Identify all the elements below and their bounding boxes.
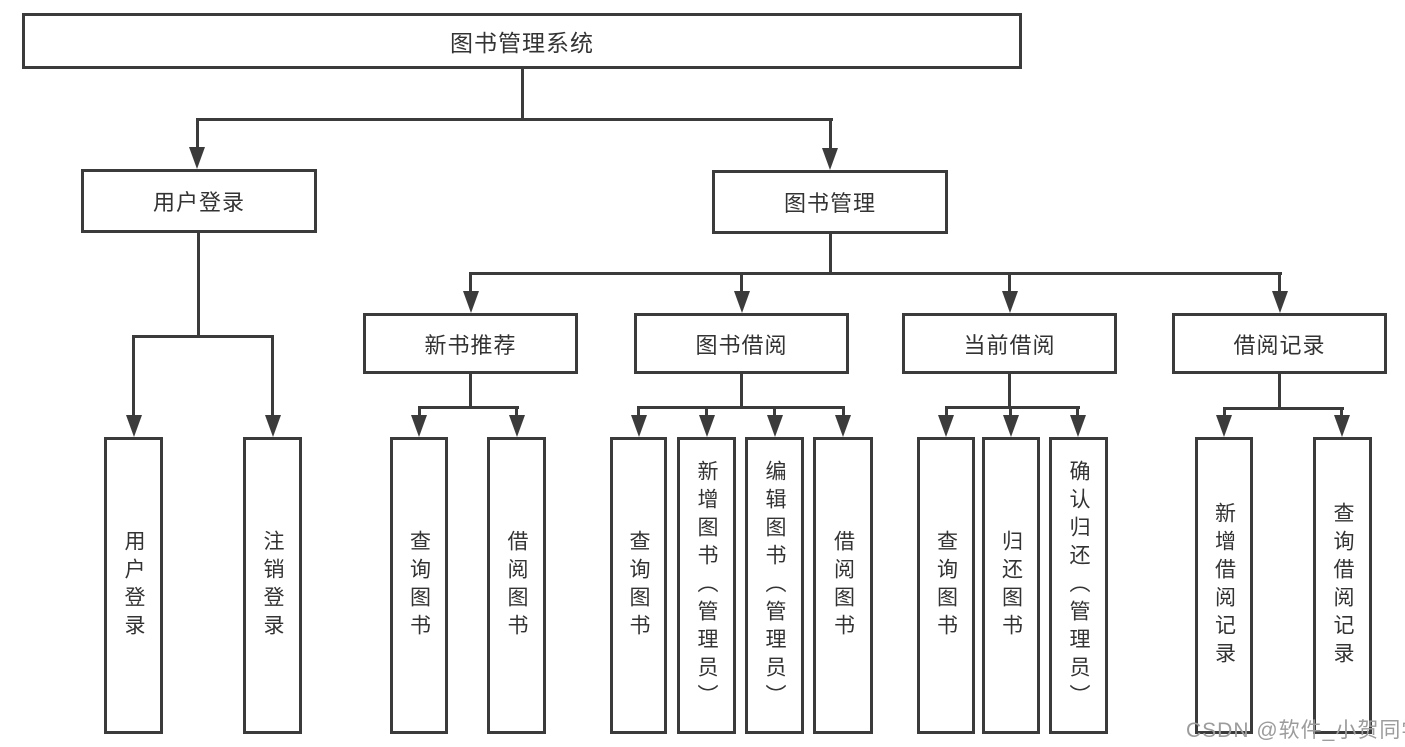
connector-line	[740, 272, 743, 294]
leaf-edit-book-admin: 编辑图书（管理员）	[745, 437, 804, 734]
connector-line	[945, 406, 1080, 409]
arrow-down-icon	[265, 415, 281, 437]
arrow-down-icon	[126, 415, 142, 437]
arrow-down-icon	[1002, 291, 1018, 313]
leaf-add-book-admin: 新增图书（管理员）	[677, 437, 736, 734]
connector-line	[197, 233, 200, 335]
leaf-add-borrow-record: 新增借阅记录	[1195, 437, 1253, 734]
connector-line	[1340, 407, 1343, 417]
arrow-down-icon	[1334, 415, 1350, 437]
arrow-down-icon	[767, 415, 783, 437]
node-book-management: 图书管理	[712, 170, 948, 234]
arrow-down-icon	[189, 147, 205, 169]
connector-line	[521, 69, 524, 118]
connector-line	[196, 118, 199, 151]
node-label: 用户登录	[122, 529, 145, 642]
node-current-borrowing: 当前借阅	[902, 313, 1117, 374]
leaf-borrow-books: 借阅图书	[813, 437, 873, 734]
node-label: 用户登录	[152, 190, 245, 215]
leaf-query-books-recommend: 查询图书	[390, 437, 448, 734]
csdn-watermark: CSDN @软件_小贺同学	[1186, 719, 1405, 742]
connector-line	[842, 406, 845, 417]
connector-line	[1278, 272, 1281, 294]
connector-line	[829, 118, 832, 151]
connector-line	[1223, 407, 1226, 417]
connector-line	[1008, 272, 1011, 294]
node-new-book-recommend: 新书推荐	[363, 313, 578, 374]
leaf-confirm-return-admin: 确认归还（管理员）	[1049, 437, 1108, 734]
connector-line	[637, 406, 845, 409]
node-label: 新增图书（管理员）	[695, 459, 718, 712]
arrow-down-icon	[822, 148, 838, 170]
connector-line	[1008, 374, 1011, 406]
arrow-down-icon	[631, 415, 647, 437]
arrow-down-icon	[938, 415, 954, 437]
leaf-query-books-borrowing: 查询图书	[610, 437, 667, 734]
node-label: 查询图书	[627, 529, 650, 642]
connector-line	[469, 272, 472, 294]
leaf-query-borrow-record: 查询借阅记录	[1313, 437, 1372, 734]
node-label: 编辑图书（管理员）	[763, 459, 786, 712]
node-label: 归还图书	[999, 529, 1023, 642]
connector-line	[515, 406, 518, 417]
arrow-down-icon	[699, 415, 715, 437]
connector-line	[1076, 406, 1079, 417]
leaf-borrow-books-recommend: 借阅图书	[487, 437, 546, 734]
node-book-borrowing: 图书借阅	[634, 313, 849, 374]
connector-line	[418, 406, 421, 417]
connector-line	[1278, 374, 1281, 407]
connector-line	[469, 272, 1282, 275]
leaf-user-login: 用户登录	[104, 437, 163, 734]
node-label: 借阅图书	[831, 529, 855, 642]
connector-line	[1223, 407, 1344, 410]
node-user-login: 用户登录	[81, 169, 317, 233]
node-label: 查询图书	[934, 529, 958, 642]
node-label: 新增借阅记录	[1212, 501, 1236, 670]
node-label: 注销登录	[261, 529, 284, 642]
arrow-down-icon	[734, 291, 750, 313]
node-label: 当前借阅	[963, 332, 1056, 358]
connector-line	[945, 406, 948, 417]
node-root-system: 图书管理系统	[22, 13, 1022, 69]
connector-line	[271, 335, 274, 417]
connector-line	[469, 374, 472, 406]
connector-line	[132, 335, 135, 417]
connector-line	[418, 406, 519, 409]
arrow-down-icon	[835, 415, 851, 437]
leaf-logout: 注销登录	[243, 437, 302, 734]
node-label: 图书管理	[783, 191, 876, 216]
leaf-query-books-current: 查询图书	[917, 437, 975, 734]
leaf-return-books: 归还图书	[982, 437, 1040, 734]
connector-line	[132, 335, 274, 338]
node-label: 新书推荐	[424, 332, 517, 358]
connector-line	[196, 118, 833, 121]
arrow-down-icon	[509, 415, 525, 437]
node-label: 查询借阅记录	[1331, 501, 1354, 670]
node-label: 借阅记录	[1233, 332, 1326, 358]
connector-line	[637, 406, 640, 417]
arrow-down-icon	[1216, 415, 1232, 437]
node-label: 图书管理系统	[450, 30, 594, 56]
connector-line	[740, 374, 743, 406]
arrow-down-icon	[1272, 291, 1288, 313]
node-label: 图书借阅	[695, 332, 788, 358]
arrow-down-icon	[1003, 415, 1019, 437]
node-label: 确认归还（管理员）	[1067, 459, 1090, 712]
node-borrowing-records: 借阅记录	[1172, 313, 1387, 374]
node-label: 借阅图书	[505, 529, 528, 642]
connector-line	[1009, 406, 1012, 417]
connector-line	[773, 406, 776, 417]
arrow-down-icon	[1070, 415, 1086, 437]
arrow-down-icon	[463, 291, 479, 313]
node-label: 查询图书	[407, 529, 431, 642]
arrow-down-icon	[411, 415, 427, 437]
connector-line	[829, 234, 832, 272]
connector-line	[705, 406, 708, 417]
